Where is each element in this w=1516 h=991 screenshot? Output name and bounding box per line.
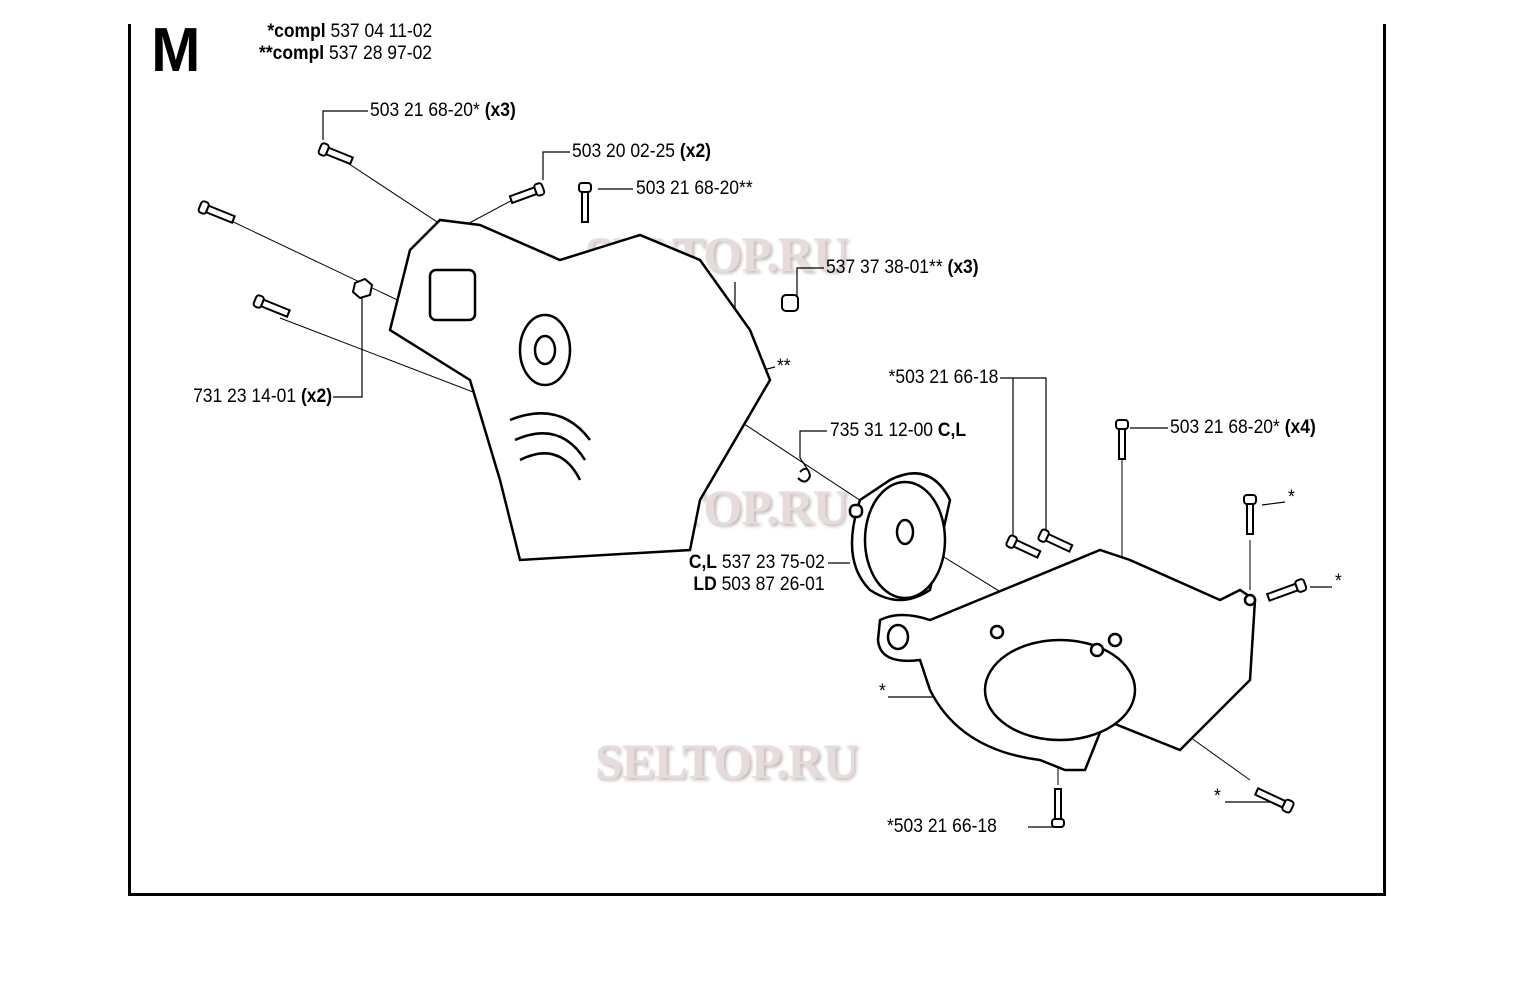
label-star: * (1288, 487, 1295, 508)
label-drum-cl: C,L 537 23 75-02 (688, 552, 825, 573)
watermark: SELTOP.RU (595, 733, 859, 789)
label-screw-6618-bottom: *503 21 66-18 (887, 816, 997, 837)
diagram-frame (128, 24, 1386, 896)
engine-housing (876, 548, 1257, 772)
header-compl-1: *compl 537 04 11-02 (267, 21, 432, 42)
section-letter: M (151, 16, 201, 85)
label-screw-6618-top: *503 21 66-18 (888, 367, 998, 388)
label-drum-ld: LD 503 87 26-01 (693, 574, 825, 595)
header-compl-2: **compl 537 28 97-02 (259, 43, 432, 64)
label-circlip: 735 31 12-00 C,L (830, 420, 967, 441)
label-screw-top-x3: 503 21 68-20* (x3) (370, 100, 516, 121)
label-housing-star: * (879, 681, 886, 702)
clutch-cover (388, 218, 772, 562)
label-nut-x2: 731 23 14-01 (x2) (193, 386, 332, 407)
label-cover-dbl: ** (777, 356, 791, 377)
clutch-drum (848, 472, 952, 602)
label-star: * (1214, 786, 1221, 807)
label-star: * (1335, 571, 1342, 592)
label-screw-dbl: 503 21 68-20** (636, 178, 753, 199)
label-screw-x4: 503 21 68-20* (x4) (1170, 417, 1316, 438)
label-sleeve-x3: 537 37 38-01** (x3) (826, 257, 979, 278)
screws (197, 142, 1308, 828)
label-screw-x2: 503 20 02-25 (x2) (572, 141, 711, 162)
